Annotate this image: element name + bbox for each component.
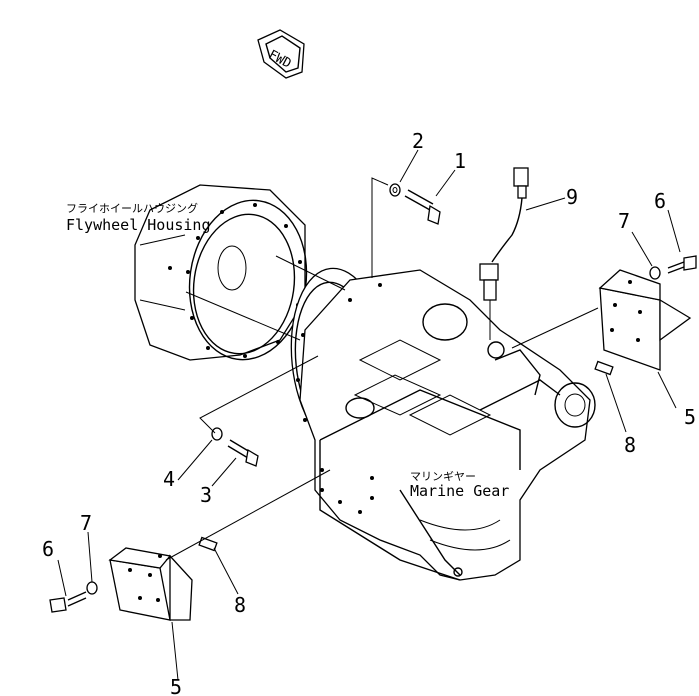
washer-2 <box>389 183 401 197</box>
bracket-right-5 <box>598 269 692 371</box>
flywheel-housing <box>134 184 308 361</box>
bolt-right-6 <box>667 255 697 274</box>
assembly-lines <box>165 177 599 561</box>
callout-8-right: 8 <box>624 433 636 457</box>
callout-8-left: 8 <box>234 593 246 617</box>
washer-left-7 <box>86 581 98 595</box>
bolt-left-6 <box>49 591 87 613</box>
callout-3: 3 <box>200 483 212 507</box>
washer-4 <box>211 427 223 441</box>
callout-7-right: 7 <box>618 209 630 233</box>
flywheel-housing-caption-jp: フライホイールハウジング <box>66 201 198 215</box>
callout-4: 4 <box>163 467 175 491</box>
bolt-1 <box>404 189 441 225</box>
callout-5-right: 5 <box>684 405 696 429</box>
pin-right-8 <box>594 360 614 376</box>
marine-gear-caption-jp: マリンギヤー <box>410 470 476 483</box>
callout-9: 9 <box>566 185 578 209</box>
connector-harness-9 <box>479 167 529 340</box>
callout-7-left: 7 <box>80 511 92 535</box>
callout-1: 1 <box>454 149 466 173</box>
fwd-arrow: FWD <box>257 29 305 79</box>
callout-6-left: 6 <box>42 537 54 561</box>
callout-6-right: 6 <box>654 189 666 213</box>
marine-gear <box>290 267 596 581</box>
bracket-left-5 <box>108 547 193 621</box>
callout-5-left: 5 <box>170 675 182 696</box>
washer-right-7 <box>649 266 661 280</box>
callout-2: 2 <box>412 129 424 153</box>
bolt-3 <box>227 439 259 467</box>
marine-gear-caption-en: Marine Gear <box>410 482 509 500</box>
flywheel-housing-caption-en: Flywheel Housing <box>66 216 211 234</box>
callout-leaders <box>57 149 681 681</box>
